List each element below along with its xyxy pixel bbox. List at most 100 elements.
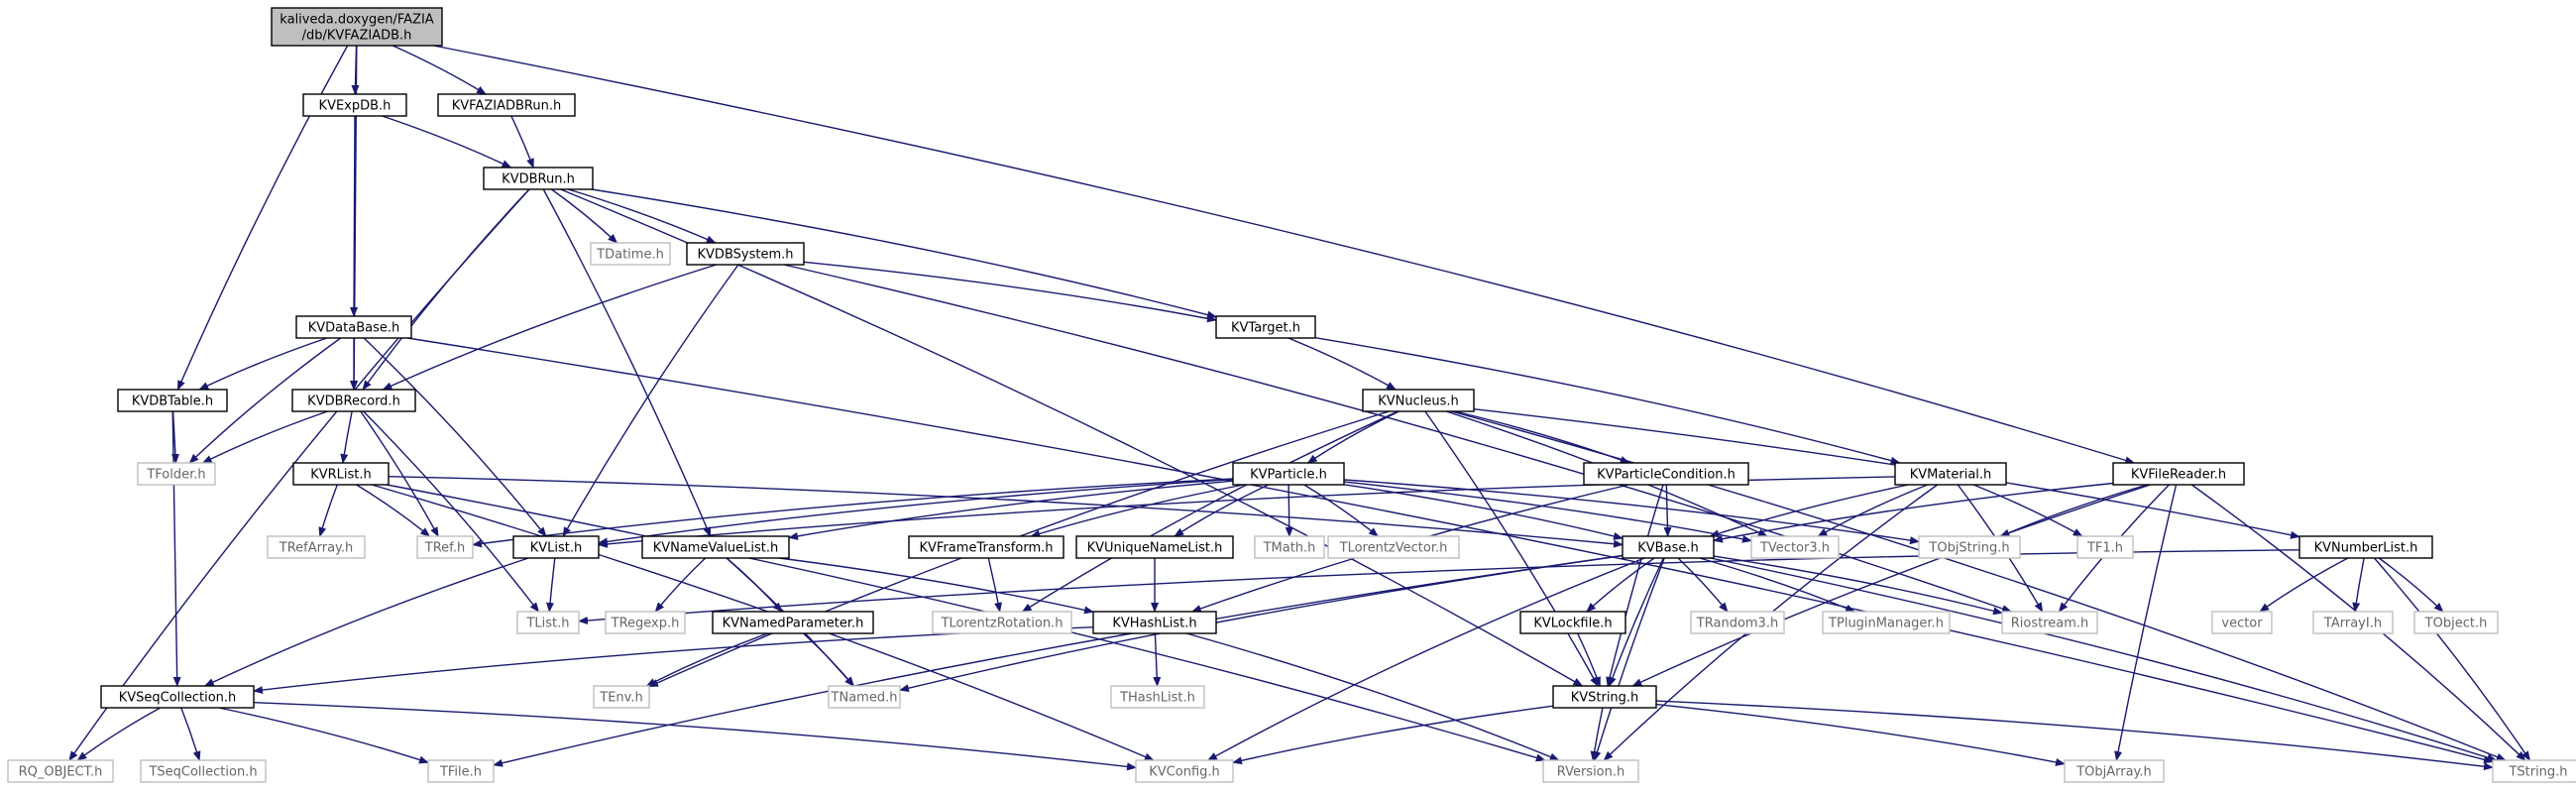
node-label: KVNucleus.h — [1378, 395, 1459, 409]
node-tnamed: TNamed.h — [828, 685, 901, 709]
node-kvfilereader[interactable]: KVFileReader.h — [2112, 462, 2245, 486]
node-kvdbsystem[interactable]: KVDBSystem.h — [686, 242, 805, 266]
node-label: KVDBRun.h — [502, 172, 575, 187]
include-edge-kvhashlist-to-rversion — [1186, 632, 1560, 761]
node-tobjstring: TObjString.h — [1918, 535, 2021, 559]
include-edge-kvdbrun-to-kvdbsystem — [568, 188, 717, 244]
node-kvtarget[interactable]: KVTarget.h — [1215, 315, 1316, 339]
node-kvnumberlist[interactable]: KVNumberList.h — [2298, 535, 2433, 559]
include-edge-root-to-kvfilereader — [433, 45, 2136, 465]
node-box — [295, 315, 412, 339]
node-kvfaziadbrun[interactable]: KVFAZIADBRun.h — [437, 93, 576, 117]
node-kvuniquenamelist[interactable]: KVUniqueNameList.h — [1075, 535, 1234, 559]
node-label: KVFAZIADBRun.h — [452, 99, 561, 114]
node-box — [641, 535, 790, 559]
include-edge-kvdbrun-to-tdatime — [551, 188, 618, 244]
node-kvmaterial[interactable]: KVMaterial.h — [1894, 462, 2007, 486]
node-kvparticle[interactable]: KVParticle.h — [1232, 462, 1345, 486]
node-box — [302, 93, 407, 117]
include-edge-kvmaterial-to-tf1 — [1972, 484, 2083, 537]
node-kvframetransform[interactable]: KVFrameTransform.h — [908, 535, 1064, 559]
node-label: KVMaterial.h — [1910, 468, 1992, 483]
node-box — [2211, 611, 2273, 634]
node-label: KVList.h — [530, 541, 583, 556]
include-edge-kvnamevaluelist-to-kvhashlist — [779, 557, 1094, 615]
node-kvseqcollection[interactable]: KVSeqCollection.h — [100, 685, 255, 709]
include-edge-kvnumberlist-to-tstring — [2373, 557, 2531, 761]
node-box — [932, 611, 1072, 634]
node-label: KVSeqCollection.h — [119, 691, 237, 706]
include-edge-kvnucleus-to-kvstring — [1424, 410, 1599, 687]
node-kvlist[interactable]: KVList.h — [512, 535, 600, 559]
node-kvdatabase[interactable]: KVDataBase.h — [295, 315, 412, 339]
include-edge-kvnumberlist-to-tarrayi — [2352, 557, 2365, 613]
node-box — [516, 611, 580, 634]
node-box — [1254, 535, 1325, 559]
node-label: RQ_OBJECT.h — [19, 765, 103, 780]
node-tlorentzvector: TLorentzVector.h — [1327, 535, 1460, 559]
node-label: TRegexp.h — [611, 617, 680, 631]
node-kvstring[interactable]: KVString.h — [1552, 685, 1657, 709]
node-kvhashlist[interactable]: KVHashList.h — [1092, 611, 1217, 634]
node-label: KVHashList.h — [1112, 617, 1196, 631]
include-edge-kvlist-to-kvseqcollection — [203, 557, 529, 687]
node-kvnamevaluelist[interactable]: KVNameValueList.h — [641, 535, 790, 559]
node-label: TMath.h — [1263, 541, 1316, 556]
include-edge-kvtarget-to-kvmaterial — [1314, 337, 1901, 465]
node-box — [1092, 611, 1217, 634]
node-kvnamedparameter[interactable]: KVNamedParameter.h — [712, 611, 874, 634]
include-edge-kvmaterial-to-kvbase — [1709, 484, 1909, 538]
include-edge-kvdbsystem-to-riostream — [783, 264, 2013, 613]
node-label: KVConfig.h — [1149, 765, 1220, 780]
node-label: KVParticleCondition.h — [1597, 468, 1736, 483]
node-label: THashList.h — [1119, 691, 1195, 706]
node-box — [1232, 462, 1345, 486]
node-kvbase[interactable]: KVBase.h — [1622, 535, 1715, 559]
node-label: kaliveda.doxygen/FAZIA — [280, 13, 434, 28]
include-edge-kvdbrun-to-kvdbrecord — [362, 188, 530, 391]
node-box — [2064, 759, 2165, 783]
node-box — [908, 535, 1064, 559]
include-edge-kvseqcollection-to-rq_object — [76, 707, 162, 761]
include-edge-kvdatabase-to-tfolder — [188, 337, 342, 464]
node-label: KVBase.h — [1637, 541, 1698, 556]
node-root[interactable]: kaliveda.doxygen/FAZIA/db/KVFAZIADB.h — [271, 7, 443, 47]
node-box — [590, 242, 671, 266]
node-box — [605, 611, 686, 634]
node-kvrlist[interactable]: KVRList.h — [292, 462, 390, 486]
include-edge-kvdbtable-to-kvseqcollection — [171, 410, 181, 687]
node-box — [712, 611, 874, 634]
node-label: KVDBSystem.h — [698, 248, 794, 263]
include-edge-kvbase-to-trandom3 — [1677, 557, 1729, 613]
file-nodes: kaliveda.doxygen/FAZIA/db/KVFAZIADB.hKVE… — [7, 7, 2576, 783]
node-label: TLorentzVector.h — [1339, 541, 1448, 556]
node-label: TFolder.h — [146, 468, 205, 483]
node-kvconfig: KVConfig.h — [1135, 759, 1234, 783]
include-edge-kvlist-to-tlist — [546, 557, 556, 613]
include-edge-kvlockfile-to-kvstring — [1577, 632, 1601, 687]
include-edge-kvdbrun-to-kvtarget — [591, 188, 1217, 319]
node-kvdbrun[interactable]: KVDBRun.h — [483, 167, 594, 190]
node-box — [1135, 759, 1234, 783]
node-box — [2492, 759, 2576, 783]
include-edge-kvfilereader-to-kvstring — [1631, 484, 2151, 687]
include-edge-kvbase-to-riostream — [1713, 555, 2003, 616]
node-kvparticlecondition[interactable]: KVParticleCondition.h — [1583, 462, 1749, 486]
node-kvdbtable[interactable]: KVDBTable.h — [117, 389, 228, 412]
node-kvlockfile[interactable]: KVLockfile.h — [1519, 611, 1626, 634]
include-edge-kvparticle-to-tmath — [1285, 484, 1293, 537]
node-kvdbrecord[interactable]: KVDBRecord.h — [291, 389, 416, 412]
node-box — [1519, 611, 1626, 634]
node-kvexpdb[interactable]: KVExpDB.h — [302, 93, 407, 117]
node-label: TNamed.h — [831, 691, 898, 706]
node-kvnucleus[interactable]: KVNucleus.h — [1362, 389, 1475, 412]
node-box — [1750, 535, 1840, 559]
node-box — [140, 759, 267, 783]
node-label: TString.h — [2508, 765, 2567, 780]
node-box — [117, 389, 228, 412]
node-label: TLorentzRotation.h — [941, 617, 1064, 631]
node-label: KVLockfile.h — [1533, 617, 1612, 631]
include-edge-kvdatabase-to-kvdbtable — [198, 337, 328, 391]
node-box — [1362, 389, 1475, 412]
node-trefarray: TRefArray.h — [267, 535, 366, 559]
